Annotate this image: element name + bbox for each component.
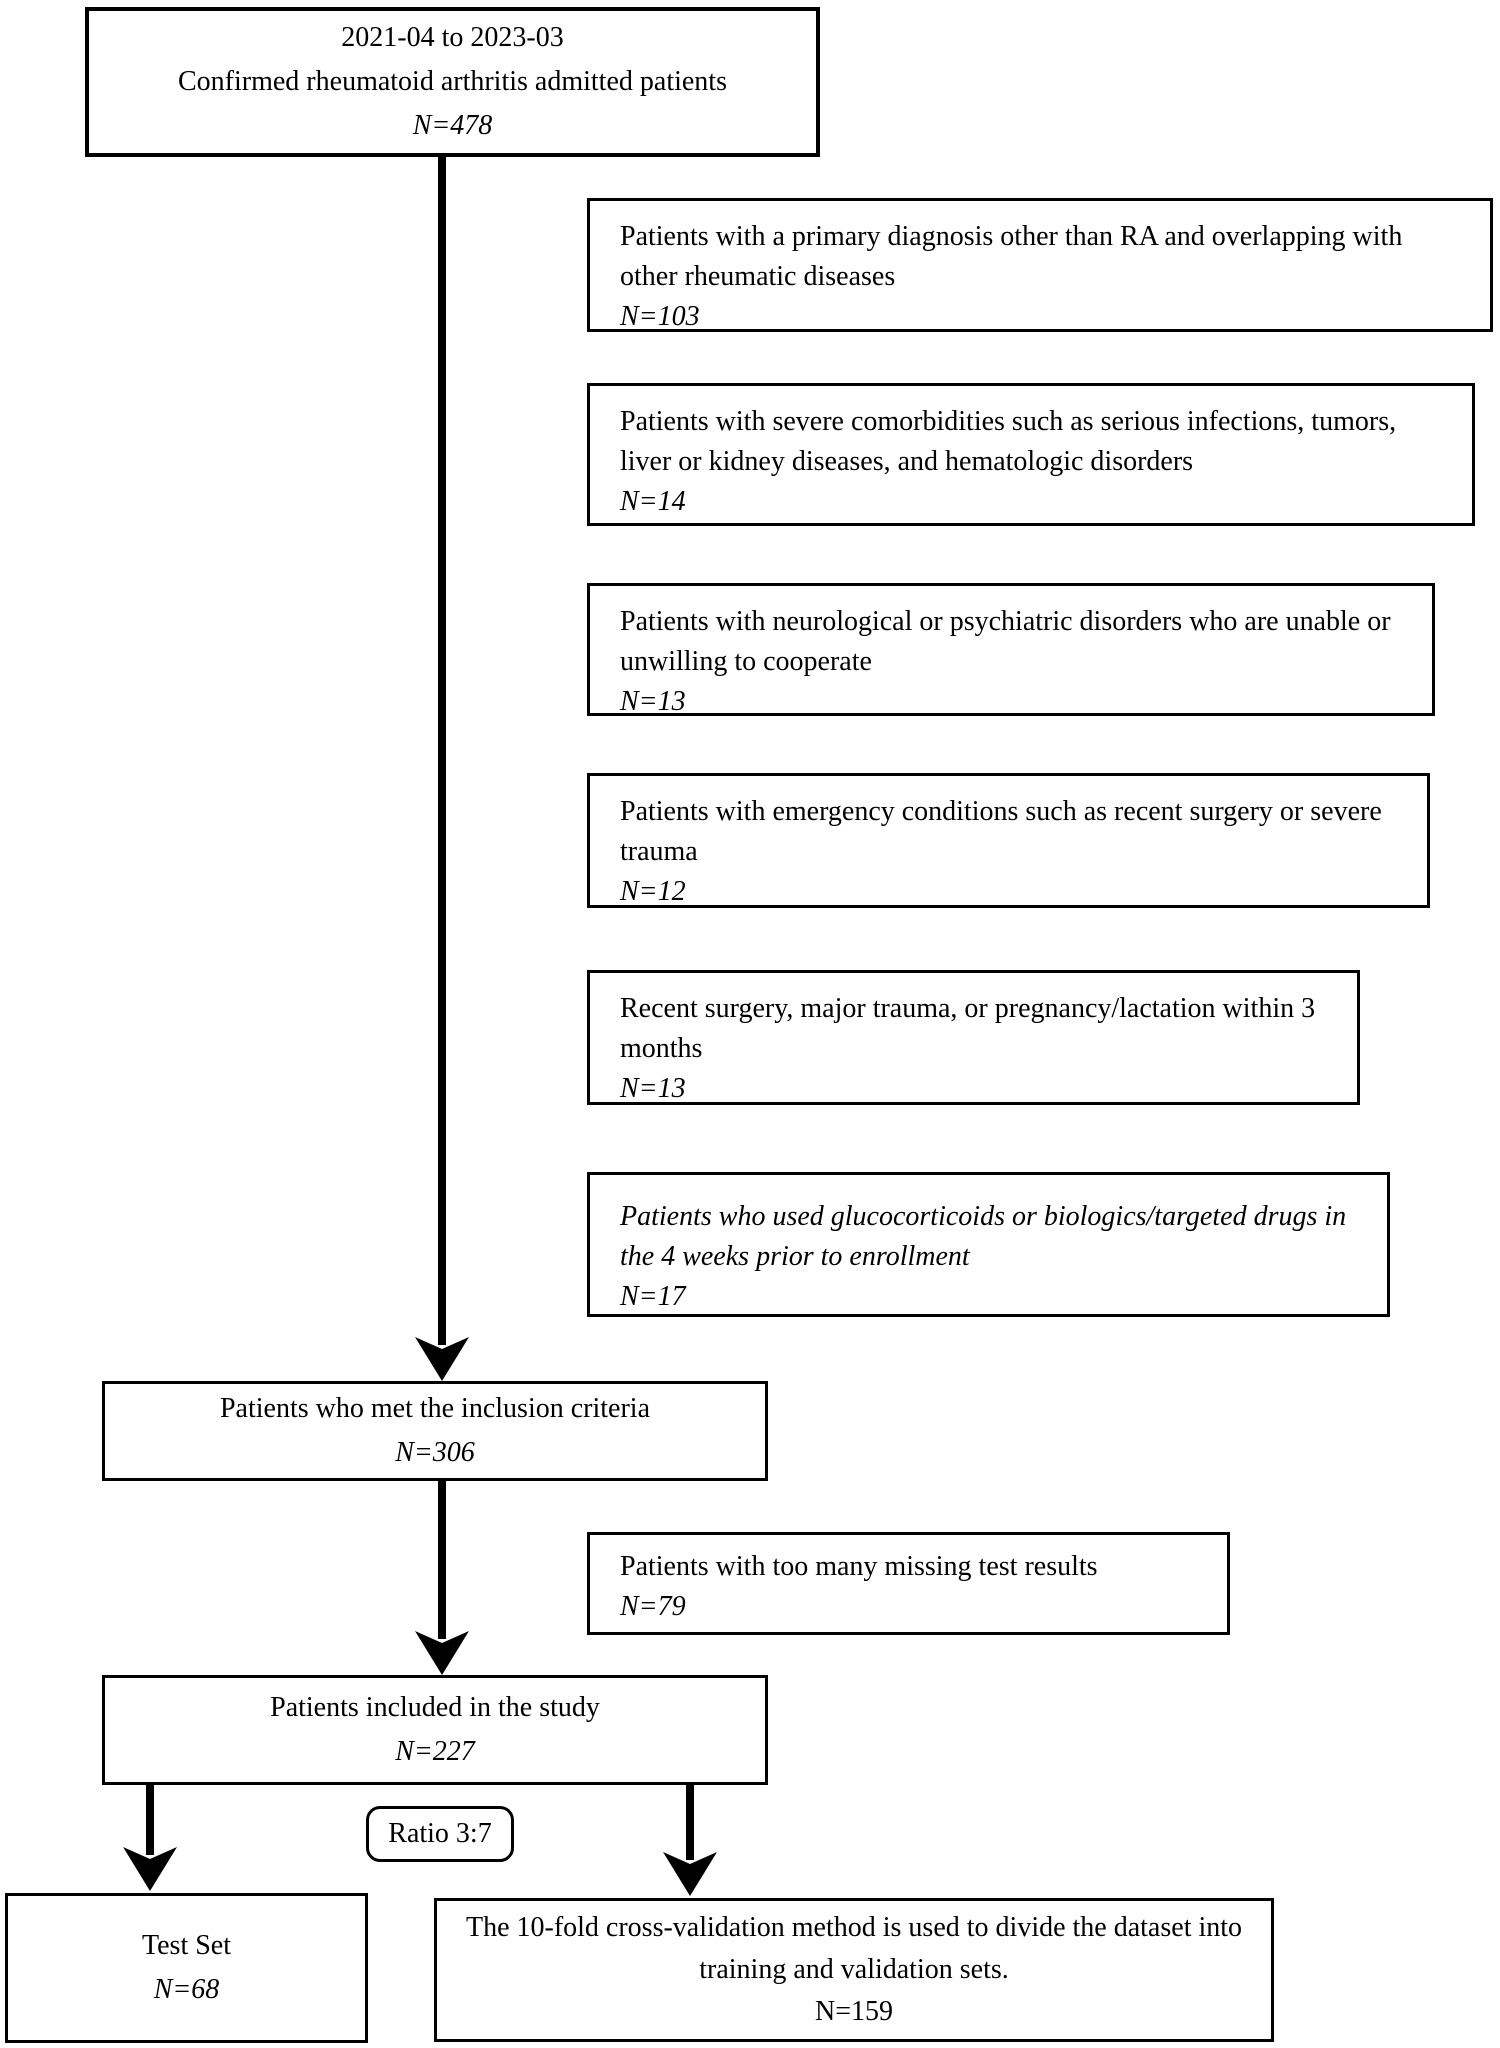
exclusion-box-2: Patients with severe comorbidities such …	[587, 383, 1475, 526]
exclusion-box-4: Patients with emergency conditions such …	[587, 773, 1430, 908]
arrow-included-to-test-set	[123, 1783, 177, 1891]
top-box: 2021-04 to 2023-03 Confirmed rheumatoid …	[85, 7, 820, 157]
arrow-inclusion-to-included	[415, 1479, 469, 1675]
top-box-label: Confirmed rheumatoid arthritis admitted …	[178, 66, 727, 97]
missing-results-box: Patients with too many missing test resu…	[587, 1532, 1230, 1635]
ratio-badge: Ratio 3:7	[366, 1806, 514, 1862]
exclusion-4-label: Patients with emergency conditions such …	[620, 796, 1382, 867]
exclusion-box-6: Patients who used glucocorticoids or bio…	[587, 1172, 1390, 1317]
inclusion-label: Patients who met the inclusion criteria	[219, 1393, 650, 1424]
exclusion-box-1: Patients with a primary diagnosis other …	[587, 198, 1493, 332]
exclusion-box-3: Patients with neurological or psychiatri…	[587, 583, 1435, 717]
exclusion-3-count: N=13	[620, 686, 686, 717]
arrow-included-to-cross-validation	[663, 1783, 717, 1896]
exclusion-2-label: Patients with severe comorbidities such …	[620, 406, 1397, 477]
exclusion-7-count: N=79	[620, 1591, 686, 1622]
cross-validation-label: The 10-fold cross-validation method is u…	[465, 1912, 1243, 1985]
top-box-count: N=478	[412, 110, 493, 141]
test-set-box: Test Set N=68	[5, 1893, 368, 2043]
exclusion-3-label: Patients with neurological or psychiatri…	[620, 606, 1391, 677]
test-set-count: N=68	[153, 1974, 220, 2005]
exclusion-box-5: Recent surgery, major trauma, or pregnan…	[587, 970, 1360, 1105]
exclusion-5-label: Recent surgery, major trauma, or pregnan…	[620, 993, 1316, 1064]
top-box-period: 2021-04 to 2023-03	[341, 22, 564, 53]
cross-validation-box: The 10-fold cross-validation method is u…	[434, 1898, 1274, 2042]
included-count: N=227	[395, 1736, 475, 1767]
exclusion-7-label: Patients with too many missing test resu…	[620, 1551, 1098, 1582]
exclusion-5-count: N=13	[620, 1073, 686, 1104]
exclusion-6-count: N=17	[620, 1281, 686, 1312]
exclusion-1-count: N=103	[620, 301, 700, 332]
inclusion-criteria-box: Patients who met the inclusion criteria …	[102, 1381, 768, 1481]
cross-validation-count: N=159	[814, 1996, 893, 2027]
exclusion-2-count: N=14	[620, 486, 686, 517]
test-set-label: Test Set	[141, 1930, 232, 1961]
exclusion-4-count: N=12	[620, 876, 686, 907]
exclusion-1-label: Patients with a primary diagnosis other …	[620, 221, 1403, 292]
included-label: Patients included in the study	[270, 1692, 600, 1723]
included-box: Patients included in the study N=227	[102, 1675, 768, 1785]
exclusion-6-label: Patients who used glucocorticoids or bio…	[620, 1201, 1347, 1272]
inclusion-count: N=306	[395, 1437, 475, 1468]
arrow-top-to-inclusion	[415, 155, 469, 1381]
